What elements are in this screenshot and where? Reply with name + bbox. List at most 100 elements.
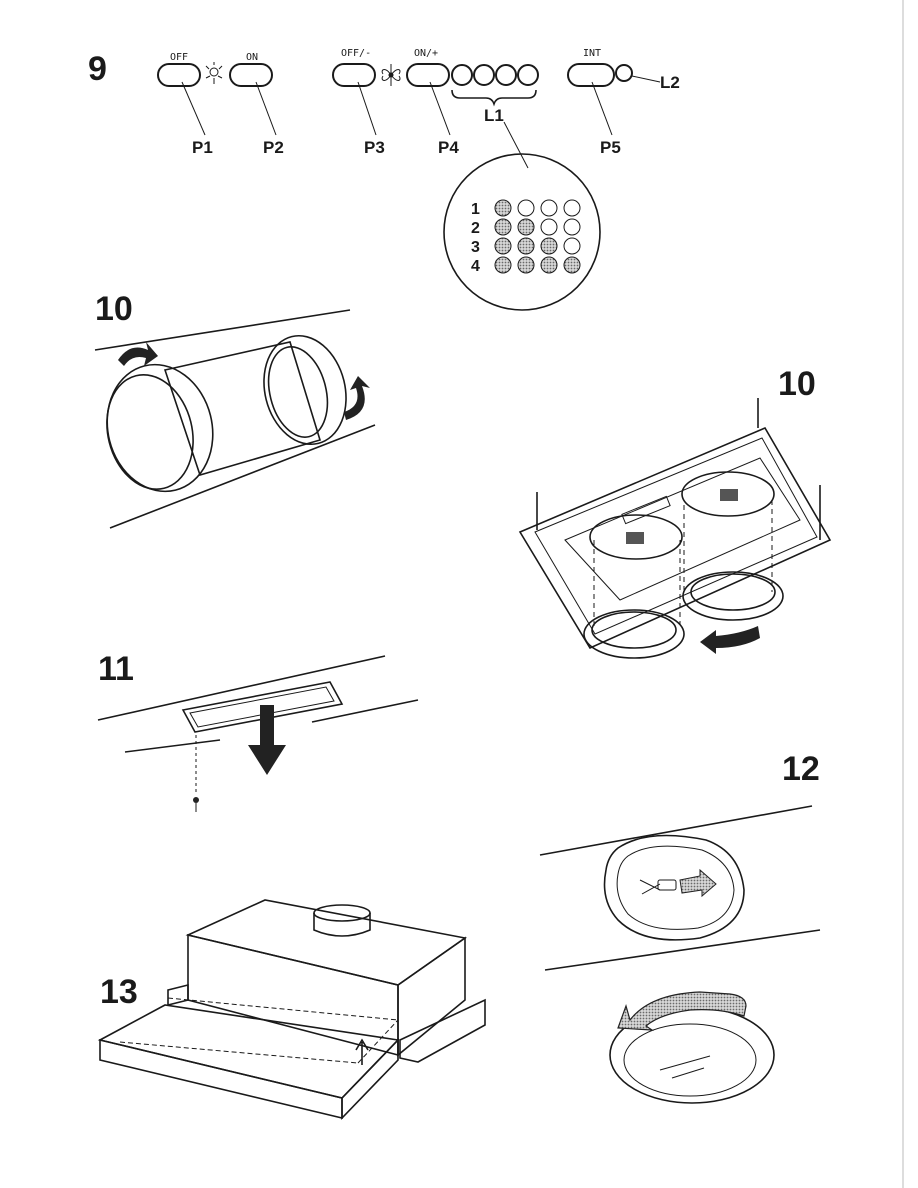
cylinder-front-ring [106, 363, 214, 493]
lamp-housing [603, 834, 745, 941]
speed-led-lit [494, 237, 512, 255]
lens-glare [659, 1055, 711, 1079]
hood-light-window [621, 495, 671, 525]
speed-led-off [540, 218, 558, 236]
speed-led-off [517, 199, 535, 217]
slide-guide-dashes [119, 997, 399, 1064]
pullout-tray-front [99, 1038, 343, 1120]
rotate-arrow-icon [617, 991, 747, 1031]
intensive-button[interactable] [567, 63, 615, 87]
arrow-up-icon [355, 1038, 369, 1065]
figure-12-lamp-replacement: 12 [539, 750, 821, 1104]
leader-line [591, 81, 613, 136]
speed-led-off [563, 237, 581, 255]
speed-led-lit [494, 199, 512, 217]
duct-collar [313, 904, 371, 922]
filter-seat [681, 471, 775, 517]
grease-filter-face [591, 611, 677, 649]
speed-led-lit [517, 218, 535, 236]
leader-line [255, 81, 277, 136]
filter-seat-center [720, 489, 738, 501]
filter-seat [589, 514, 683, 560]
speed-row-label: 2 [471, 220, 480, 237]
callout-p1: P1 [192, 138, 213, 157]
light-on-button[interactable] [229, 63, 273, 87]
hood-edge [311, 699, 419, 723]
figure-number: 11 [98, 650, 134, 688]
callout-p2: P2 [263, 138, 284, 157]
hood-panel [564, 457, 801, 601]
figure-number: 12 [782, 750, 820, 788]
motor-off-minus-button[interactable] [332, 63, 376, 87]
figure-number: 10 [778, 365, 816, 403]
lamp-housing-inner [616, 845, 735, 930]
hood-body-front [187, 933, 399, 1057]
callout-p3: P3 [364, 138, 385, 157]
hood-frame [518, 426, 832, 650]
grease-filter [682, 571, 784, 621]
duct-line [109, 424, 376, 529]
control-panel-plate [181, 681, 344, 733]
figure-number: 9 [88, 50, 107, 88]
speed-led-lit [540, 256, 558, 274]
callout-l1: L1 [484, 106, 504, 125]
screw-icon [193, 797, 199, 812]
callout-p4: P4 [438, 138, 459, 157]
rotate-arrow-icon [344, 376, 370, 420]
cylinder-front-cap [106, 374, 194, 490]
hood-body-top [185, 899, 468, 986]
rotate-arrow-icon [118, 342, 158, 366]
hood-base [399, 998, 486, 1063]
leader-line [503, 121, 529, 169]
hood-base [167, 983, 189, 1007]
light-bulb-icon [205, 62, 223, 84]
speed-led-off [540, 199, 558, 217]
speed-led-lit [517, 237, 535, 255]
callout-l2: L2 [660, 73, 680, 92]
figure-10-right-grease-filters: 10 [518, 365, 832, 659]
figure-13-telescopic-hood: 13 [97, 899, 486, 1120]
control-panel-plate-inner [189, 686, 335, 728]
lamp-bulb-icon [639, 879, 677, 895]
off-minus-button-label: OFF/- [341, 48, 371, 59]
speed-led-lit [517, 256, 535, 274]
fan-icon [381, 64, 401, 86]
speed-led [473, 64, 495, 86]
hood-edge [539, 805, 813, 856]
duct-line [94, 309, 351, 351]
leader-line [429, 81, 451, 136]
on-plus-button-label: ON/+ [414, 48, 438, 59]
leader-line [181, 81, 206, 136]
arrow-right-icon [679, 868, 717, 898]
speed-led-lit [494, 256, 512, 274]
cylinder-rear-cap [267, 346, 329, 438]
off-button-label: OFF [170, 52, 188, 63]
l1-brace [451, 89, 537, 107]
arrow-left-icon [700, 626, 760, 654]
hood-body-side [397, 936, 466, 1057]
figure-number: 13 [100, 973, 138, 1011]
speed-led-lit [540, 237, 558, 255]
speed-led-lit [563, 256, 581, 274]
grease-filter-face [690, 573, 776, 611]
grease-filter [583, 609, 685, 659]
filter-seat-center [626, 532, 644, 544]
speed-row-label: 3 [471, 239, 480, 256]
arrow-down-icon [248, 705, 286, 775]
speed-led-lit [494, 218, 512, 236]
lamp-cover-lens [623, 1023, 757, 1097]
motor-on-plus-button[interactable] [406, 63, 450, 87]
callout-p5: P5 [600, 138, 621, 157]
speed-led-off [563, 218, 581, 236]
light-off-button[interactable] [157, 63, 201, 87]
figure-10-left-cylinder-filter: 10 [94, 290, 376, 529]
pullout-tray-side [341, 1038, 399, 1120]
cylinder-rear-ring [263, 334, 347, 446]
figure-9-control-panel: 9 OFF ON OFF/- ON/+ INT [88, 48, 680, 311]
figure-11-remove-panel: 11 [97, 650, 419, 812]
speed-led-off [563, 199, 581, 217]
speed-led [495, 64, 517, 86]
hood-inner-frame [534, 437, 818, 635]
